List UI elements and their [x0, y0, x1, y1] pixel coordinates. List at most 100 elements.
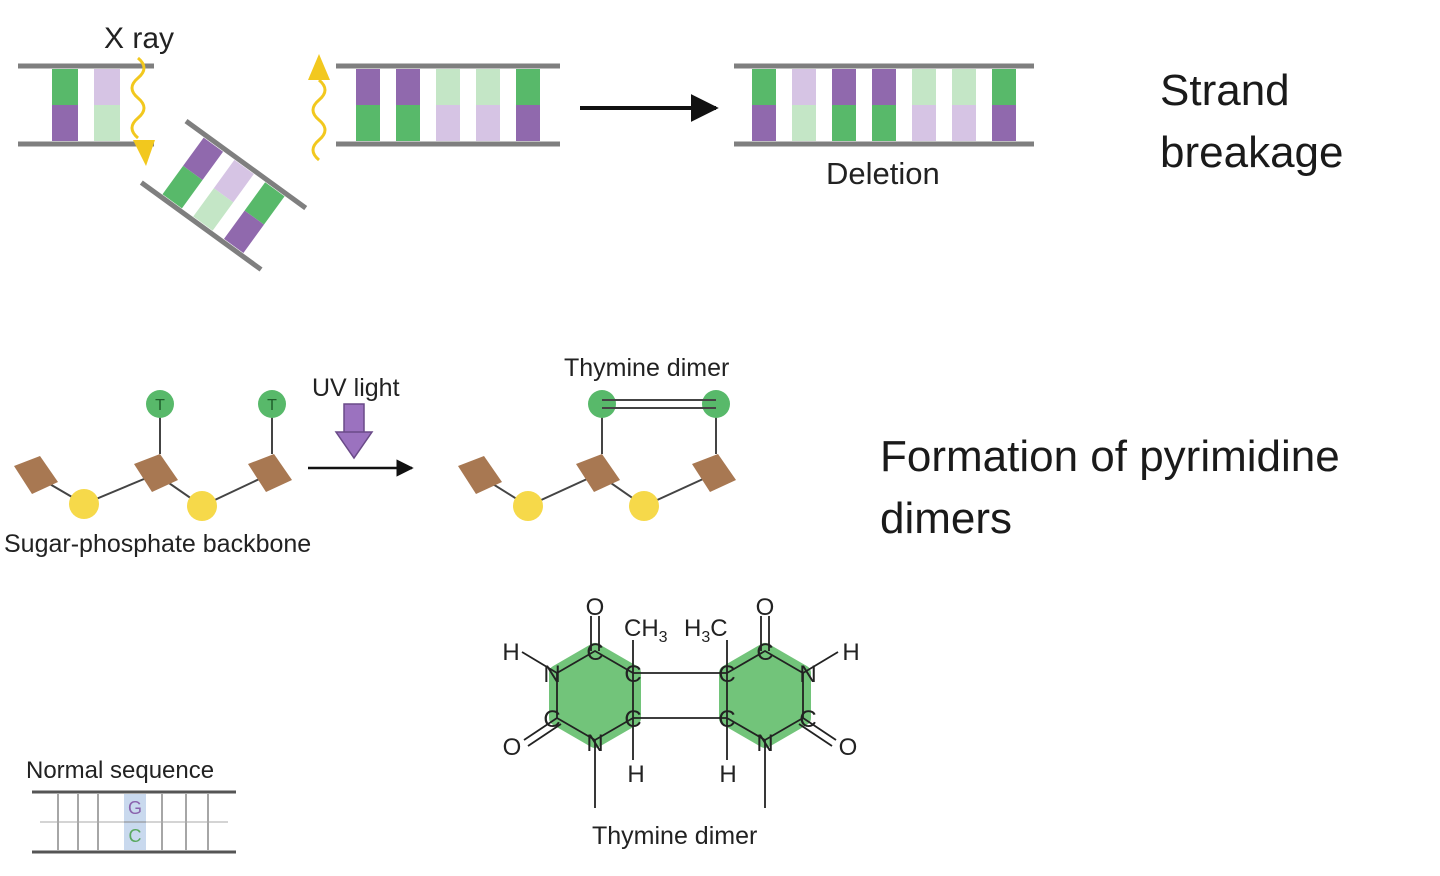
base-block — [952, 105, 976, 141]
dna-deletion-result — [734, 63, 1034, 147]
atom-carbon-8: C — [799, 706, 816, 733]
atom-carbon-5: C — [756, 639, 773, 666]
base-block — [872, 105, 896, 141]
atom-nitrogen-bottom-right: N — [756, 730, 773, 757]
strand-breakage-panel: X ray Deletion — [18, 22, 1034, 272]
base-block — [476, 69, 500, 105]
base-block — [162, 165, 203, 209]
base-block — [952, 69, 976, 105]
sugar-pentagon — [134, 454, 178, 492]
thymine-letter: T — [155, 397, 165, 414]
thymine-dimer-label: Thymine dimer — [564, 354, 729, 382]
base-block — [396, 69, 420, 105]
dna-rail-top — [184, 119, 308, 211]
base-block — [792, 105, 816, 141]
base-letter-g: G — [128, 798, 142, 818]
thymine-base — [258, 390, 286, 418]
base-block — [396, 105, 420, 141]
structure-atoms: O O O O H H H H N N N N C C C C C C C C — [502, 594, 859, 788]
methyl-group-left: CH3 — [624, 615, 668, 646]
atom-nitrogen-left: N — [543, 661, 560, 688]
heading-line-2: dimers — [880, 494, 1013, 543]
normal-sequence-label: Normal sequence — [26, 757, 214, 784]
thymine-letter: T — [267, 397, 277, 414]
atom-oxygen-top-left: O — [586, 594, 605, 621]
backbone-label: Sugar-phosphate backbone — [4, 530, 311, 558]
base-block — [912, 105, 936, 141]
atom-carbon-3: C — [624, 706, 641, 733]
base-block — [94, 105, 120, 141]
normal-sequence-panel: Normal sequence G C — [26, 757, 236, 854]
emission-wave-arrow — [308, 54, 330, 162]
thymine-dimer-structure: O O O O H H H H N N N N C C C C C C C C … — [502, 594, 859, 850]
sugar-phosphate-backbone-after — [458, 390, 736, 521]
methyl-right-prefix: H — [684, 615, 701, 642]
thymine-base — [146, 390, 174, 418]
methyl-left-subscript: 3 — [659, 629, 668, 646]
dna-fragment-left — [18, 63, 154, 147]
methyl-left-text: CH — [624, 615, 659, 642]
base-block — [832, 105, 856, 141]
atom-hydrogen-left: H — [502, 639, 519, 666]
base-letter-c: C — [129, 826, 142, 846]
normal-sequence-rungs — [40, 794, 228, 850]
base-block — [356, 69, 380, 105]
base-block — [436, 105, 460, 141]
base-block — [52, 105, 78, 141]
pyrimidine-heading: Formation of pyrimidine dimers — [880, 426, 1340, 550]
atom-oxygen-top-right: O — [756, 594, 775, 621]
base-block — [94, 69, 120, 105]
base-block — [244, 182, 285, 225]
thymine-base — [588, 390, 616, 418]
methyl-group-right: H3C — [684, 615, 728, 646]
base-block — [356, 105, 380, 141]
thymine-base — [702, 390, 730, 418]
base-block — [183, 137, 224, 181]
base-block — [752, 69, 776, 105]
base-block — [516, 69, 540, 105]
atom-nitrogen-right: N — [799, 661, 816, 688]
atom-oxygen-bottom-left: O — [503, 734, 522, 761]
structure-bonds — [521, 616, 839, 808]
atom-carbon-6: C — [718, 661, 735, 688]
uv-light-label: UV light — [312, 374, 400, 402]
base-block — [52, 69, 78, 105]
heading-line-2: breakage — [1160, 128, 1344, 177]
base-block — [213, 159, 254, 203]
base-block — [516, 105, 540, 141]
base-block — [193, 188, 234, 231]
base-block — [752, 105, 776, 141]
sugar-pentagon — [248, 454, 292, 492]
phosphate-circle — [187, 491, 217, 521]
xray-wave-arrow — [130, 56, 155, 166]
dna-rail-bottom — [139, 180, 263, 272]
base-block — [912, 69, 936, 105]
base-block — [832, 69, 856, 105]
atom-oxygen-bottom-right: O — [839, 734, 858, 761]
sugar-pentagon — [692, 454, 736, 492]
base-block — [872, 69, 896, 105]
atom-hydrogen-bottom-left: H — [627, 761, 644, 788]
base-block — [223, 210, 264, 254]
atom-nitrogen-bottom-left: N — [586, 730, 603, 757]
sugar-pentagon — [14, 456, 58, 494]
base-block — [992, 69, 1016, 105]
base-block — [476, 105, 500, 141]
strand-breakage-heading: Strand breakage — [1160, 60, 1343, 184]
dna-fragment-broken — [139, 119, 308, 272]
atom-carbon-1: C — [586, 639, 603, 666]
methyl-right-suffix: C — [710, 615, 727, 642]
heading-line-1: Formation of pyrimidine — [880, 432, 1340, 481]
phosphate-circle — [69, 489, 99, 519]
atom-hydrogen-bottom-right: H — [719, 761, 736, 788]
atom-carbon-2: C — [624, 661, 641, 688]
base-block — [792, 69, 816, 105]
atom-carbon-4: C — [543, 706, 560, 733]
dna-fragment-right — [336, 63, 560, 147]
base-block — [992, 105, 1016, 141]
sugar-pentagon — [458, 456, 502, 494]
heading-line-1: Strand — [1160, 66, 1290, 115]
